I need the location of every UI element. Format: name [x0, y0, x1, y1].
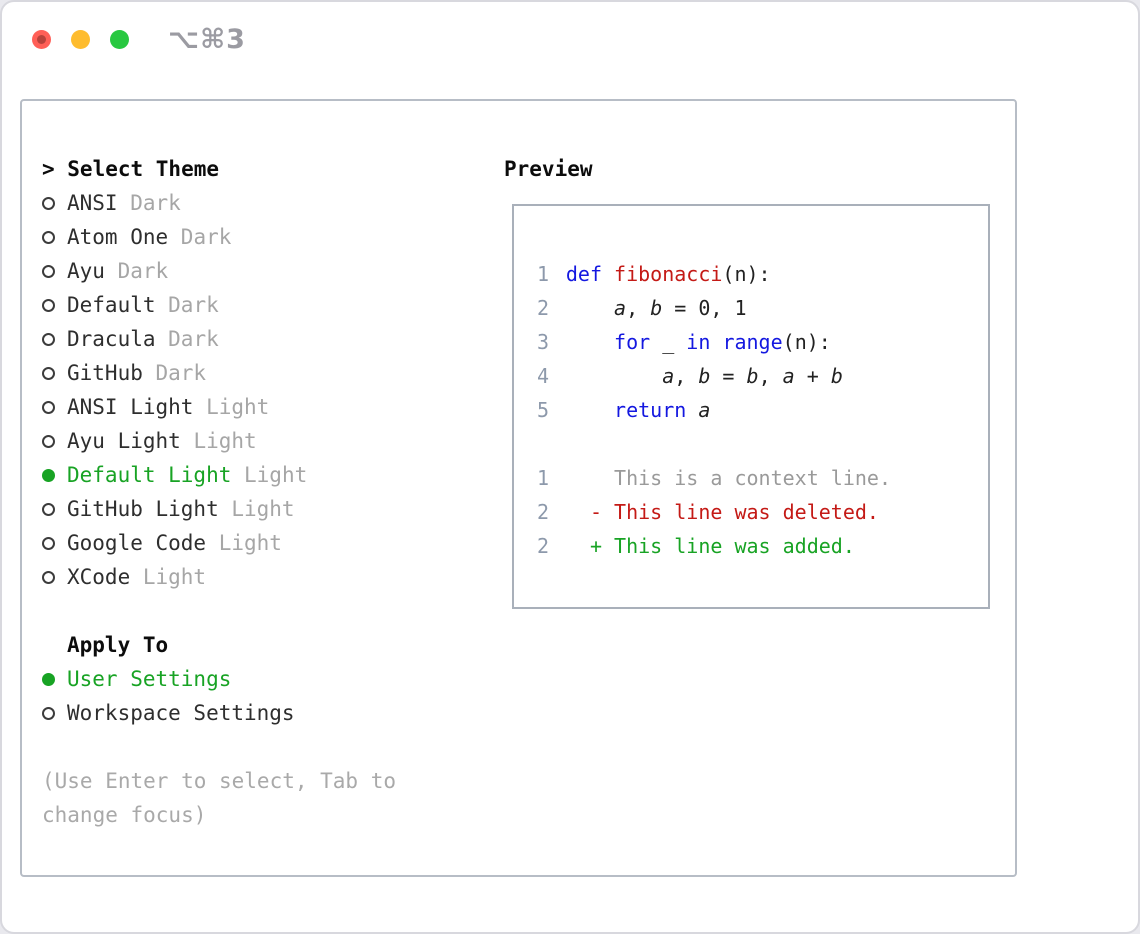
option-variant-label: Light [130, 565, 207, 589]
theme-option[interactable]: Google Code Light [42, 526, 396, 560]
option-label: ANSI Light [67, 395, 194, 419]
option-variant-label: Dark [155, 327, 219, 351]
window-title: ⌥⌘3 [168, 24, 246, 55]
traffic-lights [32, 30, 129, 49]
option-variant-label: Dark [117, 191, 181, 215]
line-number: 2 [537, 534, 550, 558]
minimize-button[interactable] [71, 30, 90, 49]
code-line [537, 427, 988, 461]
option-label: Workspace Settings [67, 701, 295, 725]
code-text: + This line was added. [565, 534, 855, 558]
option-label: Ayu [67, 259, 105, 283]
code-text: - This line was deleted. [565, 500, 879, 524]
code-line: 3 for _ in range(n): [537, 325, 988, 359]
theme-option[interactable]: Ayu Dark [42, 254, 396, 288]
option-label: XCode [67, 565, 131, 589]
radio-icon [42, 502, 55, 516]
option-label: Ayu Light [67, 429, 181, 453]
radio-icon [42, 570, 55, 584]
theme-option[interactable]: ANSI Light Light [42, 390, 396, 424]
radio-icon [42, 706, 55, 720]
line-number: 1 [537, 262, 550, 286]
code-line: 5 return a [537, 393, 988, 427]
line-number: 5 [537, 398, 550, 422]
line-number: 2 [537, 296, 550, 320]
radio-icon [42, 332, 55, 346]
option-label: Default Light [67, 463, 232, 487]
code-line: 2 + This line was added. [537, 529, 988, 563]
radio-icon [42, 400, 55, 414]
radio-icon [42, 264, 55, 278]
theme-option[interactable]: Default Dark [42, 288, 396, 322]
line-number: 1 [537, 466, 550, 490]
radio-icon [42, 366, 55, 380]
theme-option[interactable]: Default Light Light [42, 458, 396, 492]
line-number: 3 [537, 330, 550, 354]
option-label: Google Code [67, 531, 207, 555]
apply-to-option[interactable]: User Settings [42, 662, 396, 696]
option-variant-label: Dark [142, 361, 207, 385]
theme-option[interactable]: GitHub Dark [42, 356, 396, 390]
theme-option[interactable]: Dracula Dark [42, 322, 396, 356]
option-label: GitHub Light [67, 497, 219, 521]
code-text: return a [614, 398, 711, 422]
theme-option[interactable]: XCode Light [42, 560, 396, 594]
radio-selected-icon [42, 468, 55, 482]
select-theme-heading: > Select Theme [42, 157, 220, 181]
option-variant-label: Light [180, 429, 257, 453]
theme-option[interactable]: GitHub Light Light [42, 492, 396, 526]
zoom-button[interactable] [110, 30, 129, 49]
radio-icon [42, 434, 55, 448]
option-variant-label: Light [231, 463, 308, 487]
line-number: 4 [537, 364, 550, 388]
apply-to-heading: Apply To [67, 633, 169, 657]
code-line: 2 a, b = 0, 1 [537, 291, 988, 325]
code-text: This is a context line. [565, 466, 891, 490]
code-line: 1 This is a context line. [537, 461, 988, 495]
option-variant-label: Light [218, 497, 295, 521]
option-label: User Settings [67, 667, 232, 691]
code-line: 2 - This line was deleted. [537, 495, 988, 529]
option-variant-label: Light [193, 395, 270, 419]
radio-icon [42, 298, 55, 312]
code-text: a, b = b, a + b [662, 364, 843, 388]
option-label: GitHub [67, 361, 143, 385]
apply-to-option[interactable]: Workspace Settings [42, 696, 396, 730]
option-variant-label: Light [206, 531, 282, 555]
option-variant-label: Dark [104, 259, 169, 283]
theme-option[interactable]: Atom One Dark [42, 220, 396, 254]
line-number: 2 [537, 500, 550, 524]
code-line: 1 def fibonacci(n): [537, 257, 988, 291]
option-label: Dracula [67, 327, 156, 351]
code-line: 4 a, b = b, a + b [537, 359, 988, 393]
code-text: a, b = 0, 1 [614, 296, 747, 320]
option-variant-label: Dark [155, 293, 219, 317]
option-label: ANSI [67, 191, 118, 215]
theme-option[interactable]: ANSI Dark [42, 186, 396, 220]
hint-text: (Use Enter to select, Tab to change focu… [42, 769, 397, 827]
radio-selected-icon [42, 672, 55, 686]
radio-icon [42, 230, 55, 244]
radio-icon [42, 536, 55, 550]
radio-icon [42, 196, 55, 210]
preview-heading: Preview [504, 157, 593, 181]
close-button[interactable] [32, 30, 51, 49]
code-text: def fibonacci(n): [565, 262, 771, 286]
code-text: for _ in range(n): [614, 330, 831, 354]
option-label: Default [67, 293, 156, 317]
option-variant-label: Dark [168, 225, 232, 249]
theme-option[interactable]: Ayu Light Light [42, 424, 396, 458]
option-label: Atom One [67, 225, 169, 249]
